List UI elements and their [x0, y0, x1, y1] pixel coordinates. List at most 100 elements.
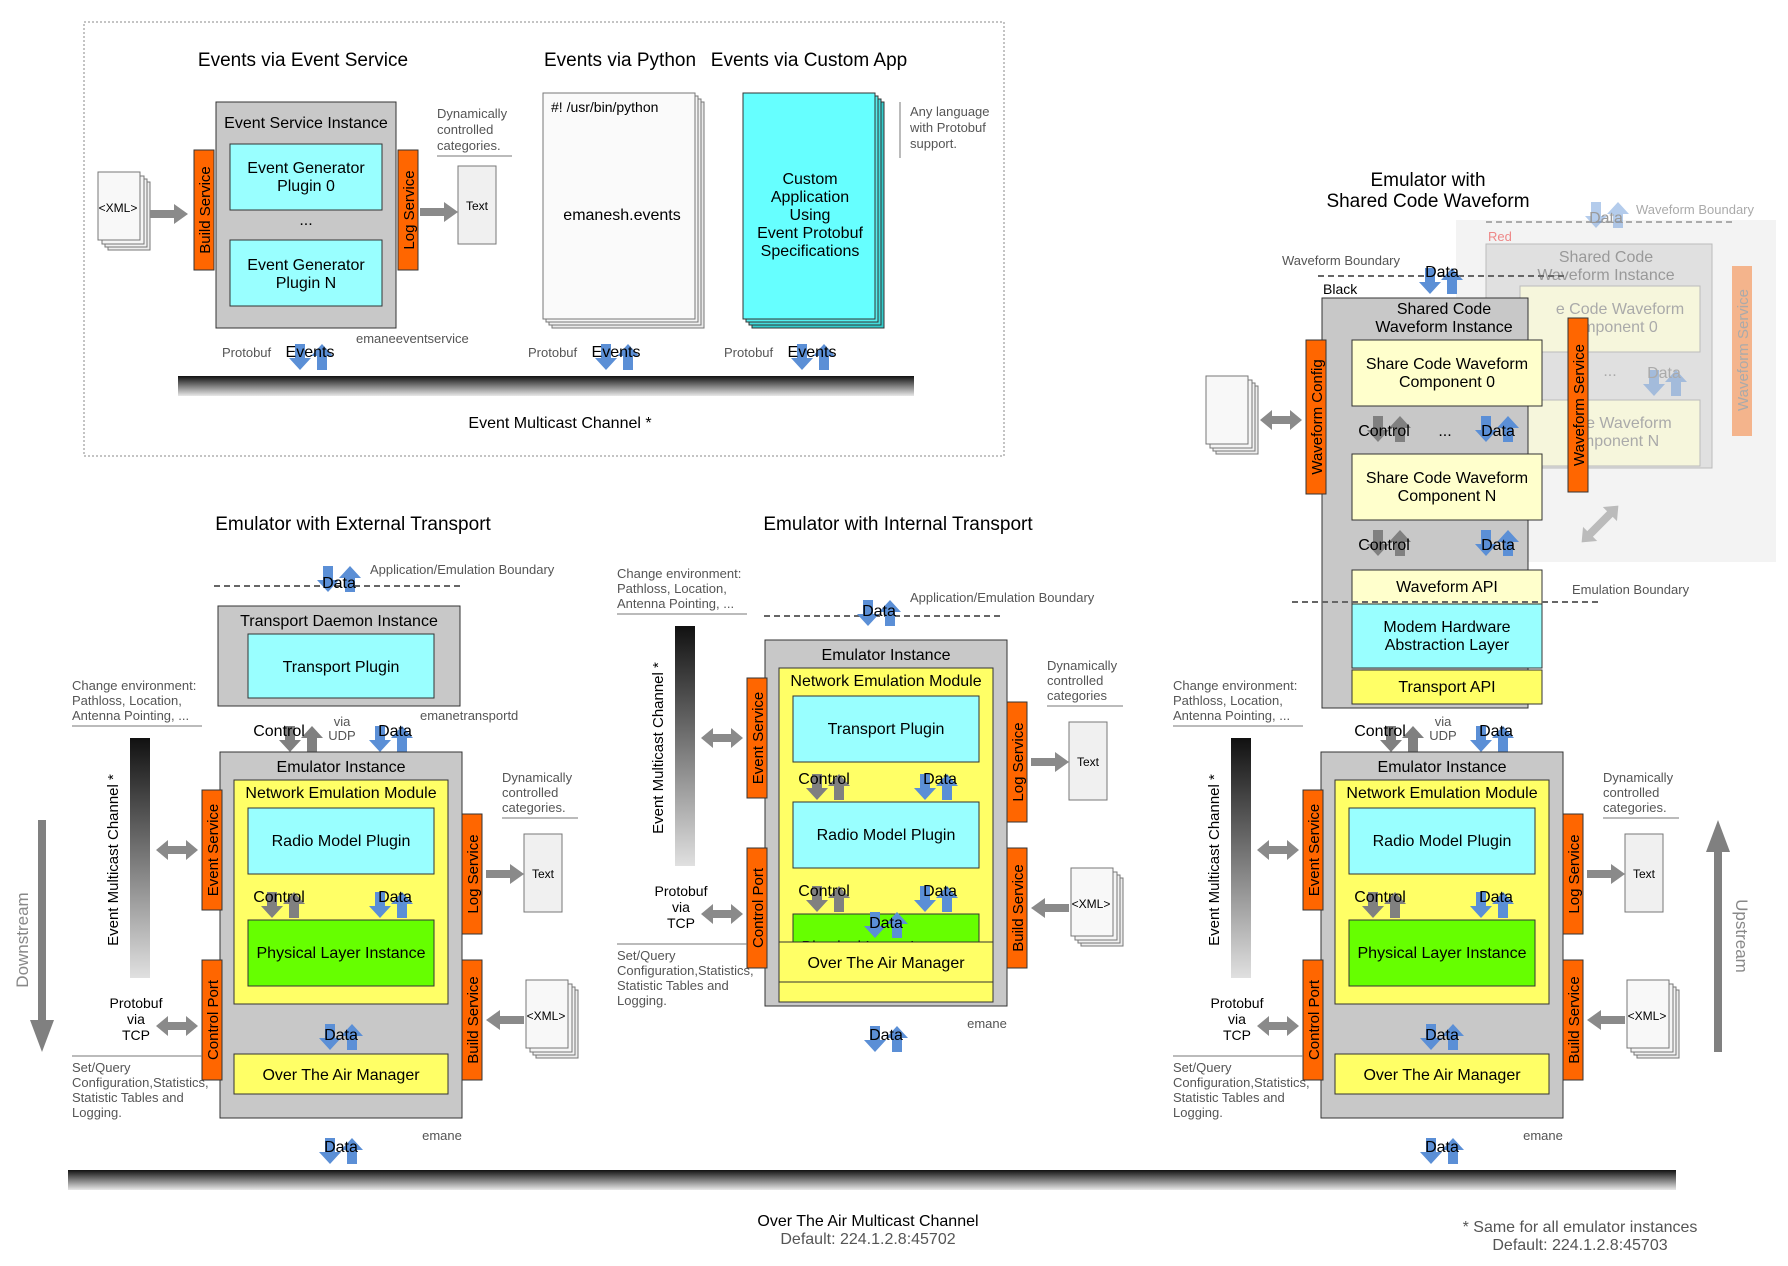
ext-log-service-bar — [461, 813, 483, 935]
ext-radio-model-label: Radio Model Plugin — [272, 833, 411, 850]
event-generator-plugin-n-sub: Plugin N — [276, 275, 336, 292]
waveform-api — [1351, 569, 1543, 605]
custom-app-label-3: Using — [790, 207, 831, 224]
int-arrow-log — [1031, 752, 1069, 772]
int-control-a: Control — [798, 771, 850, 788]
int-text-output — [1068, 721, 1108, 801]
ext-xml-label: <XML> — [527, 1009, 566, 1023]
sc-comp-n — [1351, 453, 1543, 521]
sc-event-mc-label: Event Multicast Channel * — [1206, 774, 1223, 946]
title-event-service: Events via Event Service — [198, 50, 408, 71]
int-data-c-label: Data — [869, 915, 903, 932]
arrow-waveform-config — [1260, 410, 1302, 430]
sc-control-port-label: Control Port — [1306, 979, 1323, 1060]
sc-emulator-instance-label: Emulator Instance — [1378, 759, 1507, 776]
custom-app-label-1: Custom — [782, 171, 837, 188]
shared-data-top: Data — [1425, 264, 1459, 281]
ext-via-tcp: via — [127, 1011, 145, 1027]
sc-comp-0-l1: Share Code Waveform — [1366, 356, 1528, 373]
ext-setq-4: Logging. — [72, 1105, 122, 1120]
emanetransportd-label: emanetransportd — [420, 708, 518, 723]
sc-data-b-label: Data — [1479, 889, 1513, 906]
log-service-label: Log Service — [401, 170, 418, 249]
shared-instance-l2: Waveform Instance — [1375, 319, 1512, 336]
ghost-comp-n-l2: mponent N — [1581, 433, 1659, 450]
int-event-service-bar — [746, 677, 768, 799]
python-module: emanesh.events — [563, 207, 680, 224]
ext-via: via — [334, 714, 351, 729]
generator-dots: ... — [299, 212, 312, 229]
int-dyn-1: Dynamically — [1047, 658, 1118, 673]
ext-udp: UDP — [328, 728, 355, 743]
sc-radio-model — [1348, 807, 1536, 875]
text-output-event-label: Text — [466, 199, 489, 213]
int-control-b: Control — [798, 883, 850, 900]
int-radio-model-label: Radio Model Plugin — [817, 827, 956, 844]
int-control-port-label: Control Port — [750, 867, 767, 948]
sc-arrow-event — [1257, 840, 1299, 860]
int-log-service-bar — [1006, 701, 1028, 823]
waveform-service-bar — [1567, 317, 1589, 493]
ext-arrow-xml — [486, 1010, 524, 1030]
int-log-service-label: Log Service — [1010, 722, 1027, 801]
int-xml-label: <XML> — [1072, 897, 1111, 911]
ext-env-1: Change environment: — [72, 678, 196, 693]
transport-api — [1351, 669, 1543, 705]
int-build-service-label: Build Service — [1010, 864, 1027, 952]
ext-data-b-label: Data — [378, 889, 412, 906]
footnote-1: * Same for all emulator instances — [1463, 1219, 1698, 1236]
upstream-label: Upstream — [1732, 899, 1751, 973]
downstream-label: Downstream — [13, 892, 32, 987]
log-service-bar — [397, 149, 419, 271]
ext-arrow-event — [156, 840, 198, 860]
int-event-service-label: Event Service — [750, 692, 767, 785]
int-radio-model — [792, 801, 980, 869]
ext-emane-label: emane — [422, 1128, 462, 1143]
sc-setq-4: Logging. — [1173, 1105, 1223, 1120]
mhal — [1351, 603, 1543, 669]
int-emane-label: emane — [967, 1016, 1007, 1031]
sc-via-tcp: via — [1228, 1011, 1246, 1027]
title-custom-app: Events via Custom App — [711, 50, 907, 71]
ghost-comp-0-l1: e Code Waveform — [1556, 301, 1684, 318]
ext-data-c-label: Data — [324, 1027, 358, 1044]
transport-api-label: Transport API — [1398, 679, 1495, 696]
any-note-3: support. — [910, 136, 957, 151]
int-arrow-xml — [1031, 898, 1069, 918]
ext-tcp: TCP — [122, 1027, 150, 1043]
ext-control-b: Control — [253, 889, 305, 906]
emaneeventservice-label: emaneeventservice — [356, 331, 469, 346]
int-event-mc-label: Event Multicast Channel * — [650, 662, 667, 834]
text-output-event — [457, 165, 497, 245]
sc-comp-n-l2: Component N — [1398, 488, 1497, 505]
int-env-1: Change environment: — [617, 566, 741, 581]
ghost-sc-instance-2: Waveform Instance — [1537, 267, 1674, 284]
ota-multicast-bar — [68, 1170, 1676, 1190]
sc-text-output-label: Text — [1633, 867, 1656, 881]
int-tcp: TCP — [667, 915, 695, 931]
sc-arrow-log — [1587, 864, 1625, 884]
any-note-2: with Protobuf — [909, 120, 986, 135]
int-setq-2: Configuration,Statistics, — [617, 963, 754, 978]
sc-data-top-label: Data — [1479, 723, 1513, 740]
int-data-d-label: Data — [869, 1027, 903, 1044]
ext-text-output — [523, 833, 563, 913]
int-transport-plugin-label: Transport Plugin — [828, 721, 945, 738]
int-arrow-control — [701, 904, 743, 924]
emulation-boundary-label: Emulation Boundary — [1572, 582, 1690, 597]
external-title: Emulator with External Transport — [215, 514, 491, 535]
int-setq-4: Logging. — [617, 993, 667, 1008]
custom-app-doc — [742, 92, 885, 329]
ext-ota-manager-label: Over The Air Manager — [262, 1067, 420, 1084]
mhal-l2: Abstraction Layer — [1385, 637, 1510, 654]
int-setq-3: Statistic Tables and — [617, 978, 729, 993]
sc-event-mc-vbar — [1231, 738, 1251, 978]
sc-dyn-2: controlled — [1603, 785, 1659, 800]
int-top-data: Data — [862, 603, 896, 620]
sc-tcp: TCP — [1223, 1027, 1251, 1043]
custom-app-label-4: Event Protobuf — [757, 225, 863, 242]
sc-via: via — [1435, 714, 1452, 729]
ghost-diag-arrow — [1581, 505, 1619, 543]
